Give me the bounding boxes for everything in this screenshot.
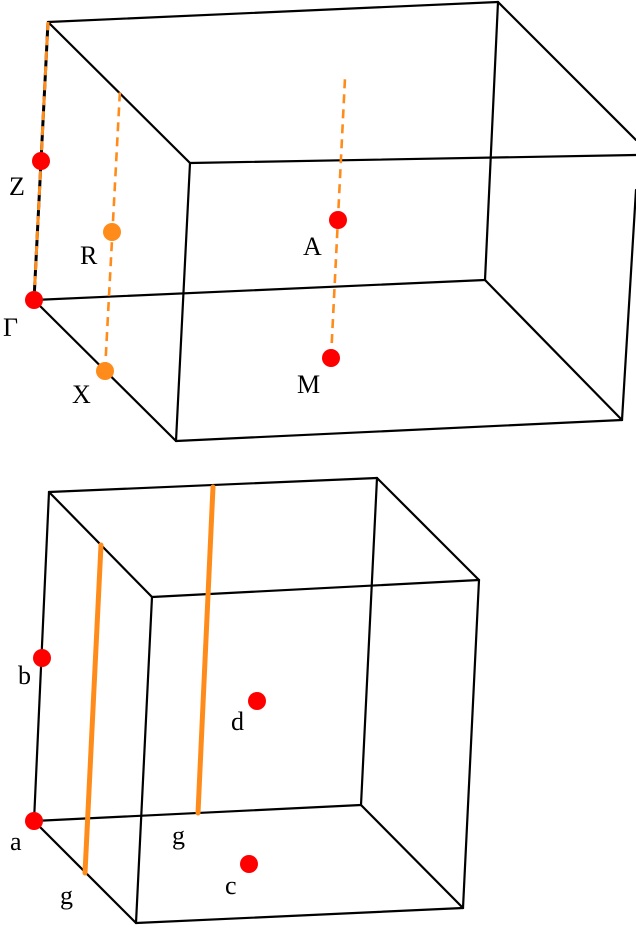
top-front-bottom-edge <box>174 418 624 443</box>
top-front-right-edge <box>620 188 636 422</box>
bottom-depth-edge-tr <box>375 476 481 582</box>
top-panel: Z R A Γ X M <box>3 0 636 443</box>
label-g-mid: g <box>172 821 185 850</box>
point-Gamma <box>25 291 43 309</box>
point-M <box>322 349 340 367</box>
point-d <box>248 692 266 710</box>
top-front-left-edge <box>174 161 192 443</box>
point-R <box>103 223 121 241</box>
top-depth-edge-br <box>483 278 624 422</box>
point-b <box>33 649 51 667</box>
label-b: b <box>18 661 31 690</box>
label-R: R <box>80 241 98 270</box>
point-a <box>25 812 43 830</box>
label-M: M <box>297 370 320 399</box>
bottom-front-left-edge <box>134 595 154 925</box>
top-back-top-edge <box>46 0 500 24</box>
label-A: A <box>303 232 322 261</box>
top-depth-edge-tr <box>496 0 636 142</box>
bottom-front-bottom-edge <box>134 906 465 925</box>
label-Gamma: Γ <box>3 313 18 342</box>
g-line-mid <box>195 484 216 816</box>
bottom-panel: b d a g g c <box>10 476 481 925</box>
label-g-left: g <box>60 881 73 910</box>
top-back-bottom-edge <box>32 278 487 302</box>
bottom-front-right-edge <box>461 578 481 910</box>
label-Z: Z <box>9 172 25 201</box>
point-c <box>240 855 258 873</box>
bottom-depth-edge-br <box>359 803 465 910</box>
label-d: d <box>231 707 244 736</box>
top-box-edges <box>32 0 636 443</box>
label-X: X <box>72 380 91 409</box>
top-back-right-edge <box>483 0 500 282</box>
bottom-back-right-edge <box>359 476 379 807</box>
label-a: a <box>10 827 22 856</box>
top-front-top-edge <box>188 153 636 165</box>
point-A <box>329 211 347 229</box>
label-c: c <box>225 871 237 900</box>
g-line-left <box>82 542 104 876</box>
point-Z <box>32 152 50 170</box>
bottom-front-top-edge <box>150 578 481 599</box>
point-X <box>96 362 114 380</box>
